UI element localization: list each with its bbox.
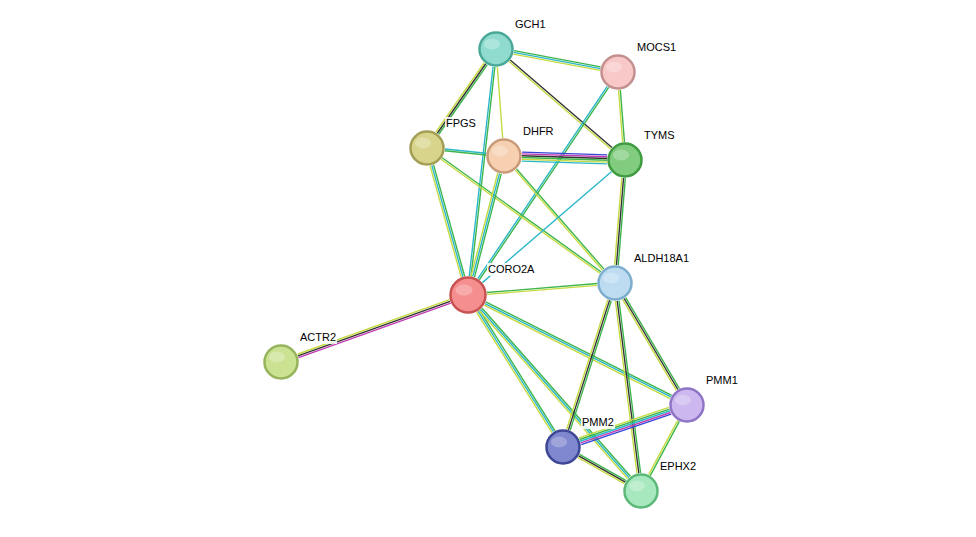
node-circle <box>486 138 522 174</box>
protein-node: MOCS1 <box>600 54 636 90</box>
interaction-edge <box>487 284 597 295</box>
node-label: EPHX2 <box>659 460 697 473</box>
node-label: PMM2 <box>581 416 615 429</box>
interaction-edge <box>471 173 501 277</box>
node-circle <box>449 276 487 314</box>
interaction-edge <box>615 178 626 265</box>
interaction-edge <box>436 63 487 135</box>
node-circle <box>669 387 705 423</box>
interaction-edge <box>497 67 502 138</box>
interaction-edge <box>513 51 600 71</box>
node-circle <box>263 344 299 380</box>
node-label: PMM1 <box>705 374 739 387</box>
node-label: MOCS1 <box>636 41 677 54</box>
protein-node: TYMS <box>607 142 643 178</box>
interaction-edge <box>297 300 450 358</box>
node-circle <box>478 31 514 67</box>
node-circle <box>623 473 659 509</box>
node-circle <box>545 429 581 465</box>
node-circle <box>607 142 643 178</box>
interaction-edge <box>445 149 486 155</box>
interaction-edge <box>579 407 671 444</box>
node-label: ALDH18A1 <box>633 252 690 265</box>
node-label: TYMS <box>643 129 676 142</box>
interaction-edge <box>578 454 626 483</box>
protein-node: DHFR <box>486 138 522 174</box>
interaction-edge <box>479 308 630 479</box>
protein-node: EPHX2 <box>623 473 659 509</box>
interaction-edge <box>567 300 612 431</box>
interaction-edge <box>469 67 495 276</box>
protein-node: CORO2A <box>449 276 487 314</box>
interaction-edge <box>430 165 465 277</box>
node-label: FPGS <box>445 117 477 130</box>
node-label: ACTR2 <box>299 331 337 344</box>
protein-node: PMM1 <box>669 387 705 423</box>
protein-node: PMM2 <box>545 429 581 465</box>
interaction-edge <box>482 172 611 283</box>
interaction-edge <box>615 301 640 474</box>
interaction-edge <box>619 90 625 142</box>
interaction-edge <box>477 310 555 433</box>
interaction-edge <box>515 169 604 270</box>
interaction-edge <box>484 302 672 399</box>
interaction-edge <box>522 152 607 164</box>
node-circle <box>597 265 633 301</box>
protein-node: ACTR2 <box>263 344 299 380</box>
protein-node: GCH1 <box>478 31 514 67</box>
node-circle <box>409 130 445 166</box>
node-circle <box>600 54 636 90</box>
interaction-edge <box>623 298 680 391</box>
node-label: GCH1 <box>514 18 547 31</box>
node-label: CORO2A <box>487 263 535 276</box>
protein-node: ALDH18A1 <box>597 265 633 301</box>
node-label: DHFR <box>522 125 555 138</box>
protein-node: FPGS <box>409 130 445 166</box>
